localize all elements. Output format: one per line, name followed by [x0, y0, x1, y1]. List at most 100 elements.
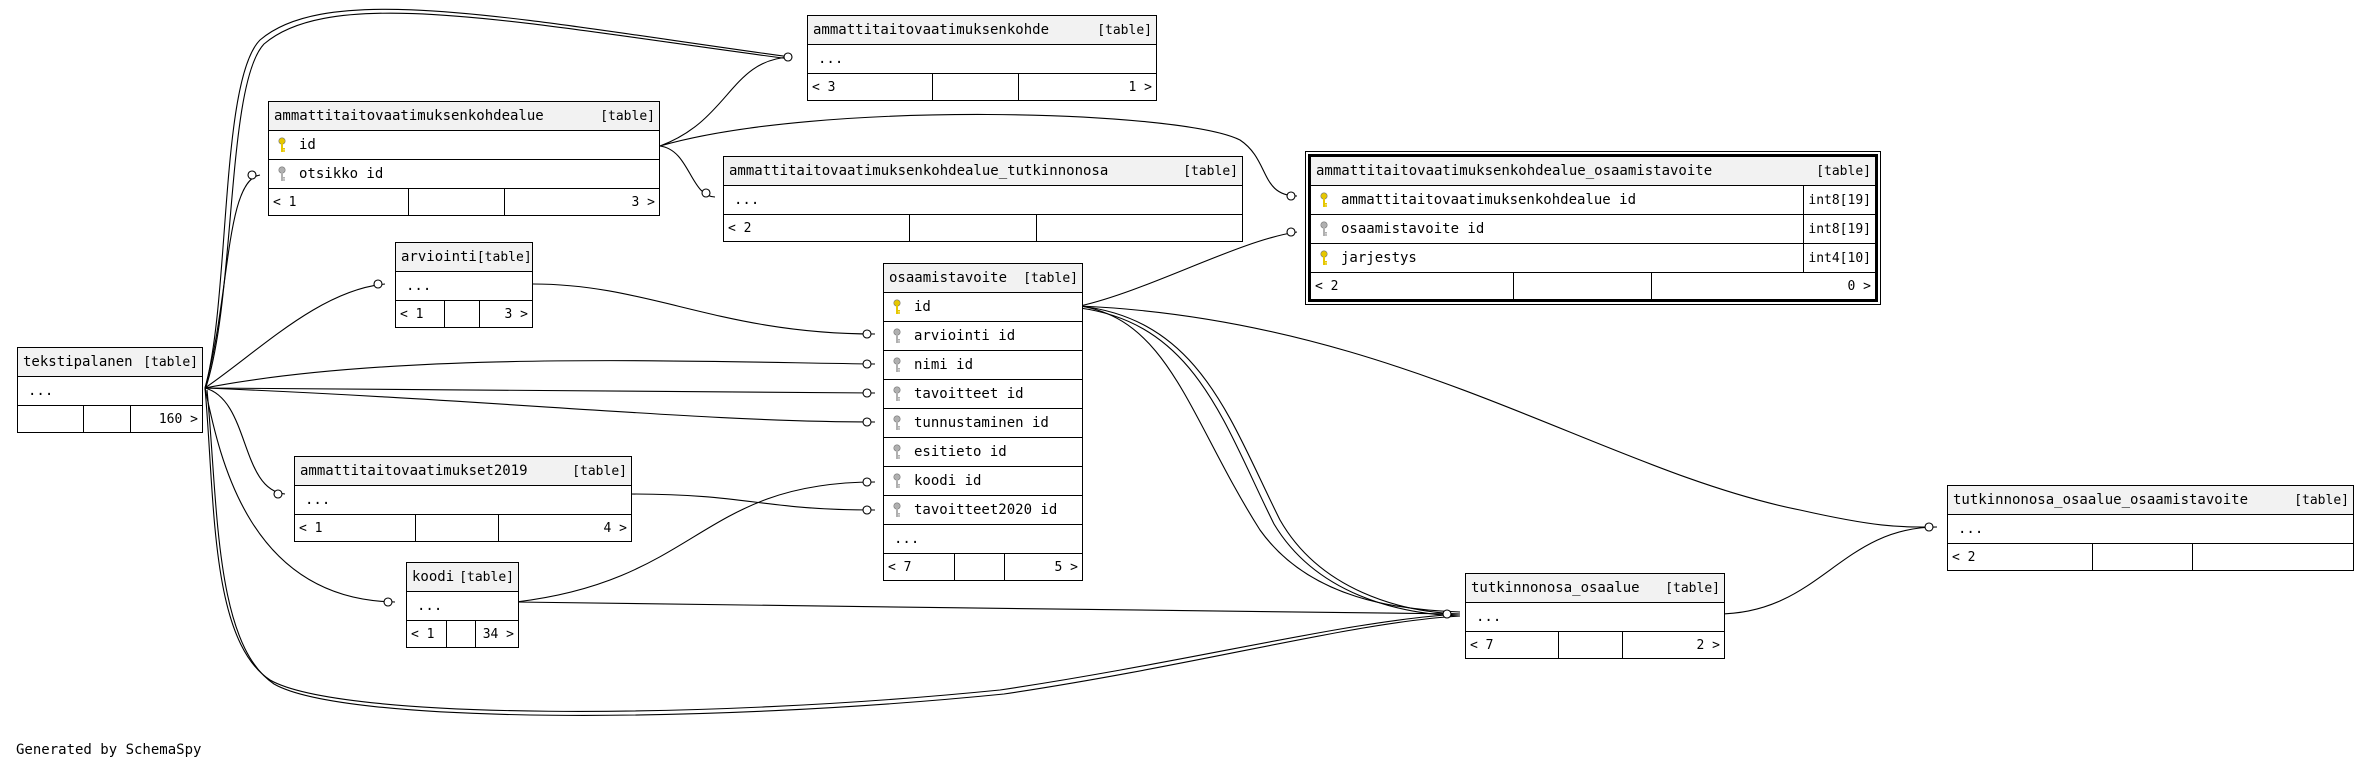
more-columns-row[interactable]: ...	[808, 45, 1156, 74]
more-columns-row[interactable]: ...	[295, 486, 631, 515]
column-row[interactable]: koodi_id	[884, 467, 1082, 496]
table-osaamistavoite[interactable]: osaamistavoite[table]id arviointi_id nimi_…	[883, 263, 1083, 581]
more-columns-row[interactable]: ...	[884, 525, 1082, 554]
more-columns-row[interactable]: ...	[396, 272, 532, 301]
table-header[interactable]: ammattitaitovaatimuksenkohde[table]	[808, 16, 1156, 45]
table-header[interactable]: ammattitaitovaatimukset2019[table]	[295, 457, 631, 486]
edge	[204, 387, 1461, 712]
table-header[interactable]: osaamistavoite[table]	[884, 264, 1082, 293]
more-columns-row[interactable]: ...	[724, 186, 1242, 215]
children-count[interactable]: 34 >	[482, 626, 514, 642]
table-tekstipalanen[interactable]: tekstipalanen[table]... 160 >	[17, 347, 203, 433]
edge-end-marker	[862, 329, 872, 339]
edge-end-marker	[783, 52, 793, 62]
table-ammattitaitovaatimukset2019[interactable]: ammattitaitovaatimukset2019[table]... < 1…	[294, 456, 632, 542]
parents-count[interactable]: < 1	[407, 621, 447, 647]
edge-end-marker	[383, 597, 393, 607]
more-columns-row[interactable]: ...	[407, 592, 518, 621]
table-header[interactable]: tutkinnonosa_osaalue[table]	[1466, 574, 1724, 603]
children-count[interactable]: 160 >	[158, 411, 198, 427]
table-title: ammattitaitovaatimuksenkohdealue_tutkinn…	[729, 163, 1109, 179]
column-row[interactable]: arviointi_id	[884, 322, 1082, 351]
parents-count[interactable]: < 2	[724, 215, 911, 241]
edge-end-marker	[273, 489, 283, 499]
parents-count[interactable]: < 7	[1466, 632, 1559, 658]
column-row[interactable]: tunnustaminen_id	[884, 409, 1082, 438]
table-header[interactable]: tekstipalanen[table]	[18, 348, 202, 377]
rows-count	[84, 406, 131, 432]
children-count[interactable]	[1037, 215, 1242, 241]
children-count[interactable]: 3 >	[631, 194, 655, 210]
edge	[1079, 305, 1461, 615]
foreign-key-icon	[269, 166, 295, 182]
column-row[interactable]: id	[884, 293, 1082, 322]
table-header[interactable]: arviointi[table]	[396, 243, 532, 272]
parents-count[interactable]: < 2	[1948, 544, 2094, 570]
edge	[206, 389, 1461, 716]
parents-count[interactable]: < 1	[295, 515, 416, 541]
column-row[interactable]: nimi_id	[884, 351, 1082, 380]
children-count[interactable]	[2193, 544, 2353, 570]
more-columns-row[interactable]: ...	[1948, 515, 2353, 544]
table-header[interactable]: ammattitaitovaatimuksenkohdealue_osaamis…	[1311, 157, 1875, 186]
column-name: arviointi_id	[914, 329, 1016, 343]
table-tutkinnonosa-osaalue[interactable]: tutkinnonosa_osaalue[table]...< 7 2 >	[1465, 573, 1725, 659]
column-row[interactable]: tavoitteet_id	[884, 380, 1082, 409]
column-type: int8[19]	[1803, 186, 1875, 214]
table-footer: < 1 4 >	[295, 515, 631, 541]
table-footer: < 1 34 >	[407, 621, 518, 647]
more-columns-row[interactable]: ...	[18, 377, 202, 406]
parents-count[interactable]: < 2	[1311, 273, 1514, 299]
children-count[interactable]: 0 >	[1847, 278, 1871, 294]
parents-count[interactable]: < 1	[396, 301, 445, 327]
table-ammattitaitovaatimuksenkohdealue-osaamistavoite[interactable]: ammattitaitovaatimuksenkohdealue_osaamis…	[1308, 154, 1878, 302]
table-header[interactable]: ammattitaitovaatimuksenkohdealue_tutkinn…	[724, 157, 1242, 186]
parents-count[interactable]: < 1	[269, 189, 410, 215]
column-row[interactable]: tavoitteet2020_id	[884, 496, 1082, 525]
edge	[659, 145, 716, 198]
parents-count[interactable]	[18, 406, 84, 432]
column-name: jarjestys	[1341, 251, 1417, 265]
edge-end-marker	[862, 505, 872, 515]
column-row[interactable]: esitieto_id	[884, 438, 1082, 467]
children-count[interactable]: 3 >	[504, 306, 528, 322]
rows-count	[933, 74, 1020, 100]
column-row[interactable]: id	[269, 131, 659, 160]
table-ammattitaitovaatimuksenkohdealue-tutkinnonosa[interactable]: ammattitaitovaatimuksenkohdealue_tutkinn…	[723, 156, 1243, 242]
children-count[interactable]: 1 >	[1128, 79, 1152, 95]
table-tutkinnonosa-osaalue-osaamistavoite[interactable]: tutkinnonosa_osaalue_osaamistavoite[tabl…	[1947, 485, 2354, 571]
edge-end-marker	[862, 417, 872, 427]
column-name: tunnustaminen_id	[914, 416, 1049, 430]
column-row[interactable]: otsikko_id	[269, 160, 659, 189]
parents-count[interactable]: < 3	[808, 74, 933, 100]
foreign-key-icon	[884, 502, 910, 518]
edge	[515, 601, 1461, 615]
table-type-tag: [table]	[1816, 163, 1871, 179]
table-header[interactable]: koodi[table]	[407, 563, 518, 592]
more-columns-row[interactable]: ...	[1466, 603, 1724, 632]
edge-end-marker	[1442, 609, 1452, 619]
table-ammattitaitovaatimuksenkohde[interactable]: ammattitaitovaatimuksenkohde[table]...< …	[807, 15, 1157, 101]
parents-count[interactable]: < 7	[884, 554, 955, 580]
column-name: ...	[305, 493, 331, 507]
foreign-key-icon	[884, 386, 910, 402]
column-name: koodi_id	[914, 474, 982, 488]
children-count[interactable]: 2 >	[1696, 637, 1720, 653]
edge-end-marker	[862, 388, 872, 398]
table-koodi[interactable]: koodi[table]...< 1 34 >	[406, 562, 519, 648]
table-footer: < 2	[1948, 544, 2353, 570]
children-count[interactable]: 5 >	[1054, 559, 1078, 575]
table-header[interactable]: ammattitaitovaatimuksenkohdealue[table]	[269, 102, 659, 131]
edge-end-marker	[247, 170, 257, 180]
table-header[interactable]: tutkinnonosa_osaalue_osaamistavoite[tabl…	[1948, 486, 2353, 515]
children-count[interactable]: 4 >	[603, 520, 627, 536]
table-arviointi[interactable]: arviointi[table]...< 1 3 >	[395, 242, 533, 328]
table-type-tag: [table]	[1023, 270, 1078, 286]
edge	[1079, 305, 1938, 528]
column-name: nimi_id	[914, 358, 974, 372]
table-type-tag: [table]	[2294, 492, 2349, 508]
table-ammattitaitovaatimuksenkohdealue[interactable]: ammattitaitovaatimuksenkohdealue[table]i…	[268, 101, 660, 216]
